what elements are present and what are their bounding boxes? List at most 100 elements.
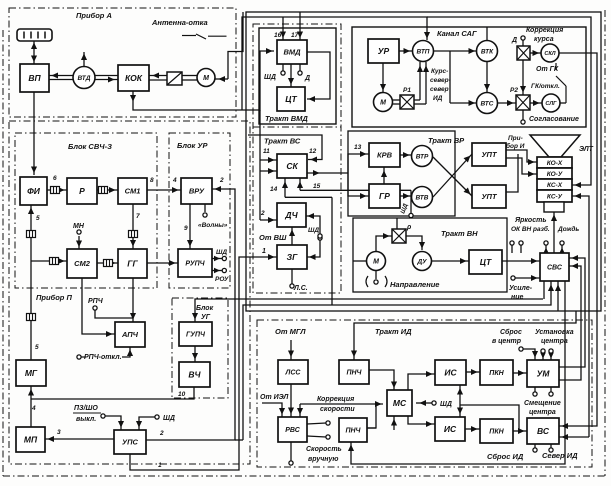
svg-text:1: 1 <box>262 248 266 255</box>
svg-text:УПТ: УПТ <box>481 150 497 159</box>
svg-text:Сброс: Сброс <box>500 328 522 336</box>
svg-text:ВТС: ВТС <box>481 100 494 107</box>
svg-text:север-: север- <box>430 77 451 84</box>
svg-text:ГР: ГР <box>379 191 390 201</box>
svg-text:РПЧ: РПЧ <box>88 298 104 305</box>
svg-text:УПС: УПС <box>122 438 138 447</box>
svg-text:ПКН: ПКН <box>489 370 504 377</box>
svg-text:Прибор А: Прибор А <box>76 11 112 20</box>
svg-text:2: 2 <box>260 210 265 217</box>
svg-text:выкл.: выкл. <box>76 416 96 423</box>
svg-text:СМ1: СМ1 <box>125 187 141 196</box>
svg-text:15: 15 <box>313 183 321 190</box>
svg-text:ЗГ: ЗГ <box>287 252 298 262</box>
svg-text:ВТР: ВТР <box>416 153 429 160</box>
svg-text:ПНЧ: ПНЧ <box>346 370 362 377</box>
svg-text:5: 5 <box>35 344 39 351</box>
svg-text:М: М <box>380 100 386 107</box>
svg-text:КС-У: КС-У <box>547 193 563 200</box>
svg-text:2: 2 <box>219 177 224 184</box>
svg-text:МГ: МГ <box>25 368 38 378</box>
svg-text:Д: Д <box>304 75 310 82</box>
svg-text:Д: Д <box>511 37 517 44</box>
svg-text:МС: МС <box>393 398 407 408</box>
svg-text:центра: центра <box>529 409 556 416</box>
svg-text:Р1: Р1 <box>403 87 411 94</box>
svg-text:Коррекция: Коррекция <box>526 27 563 34</box>
svg-text:север: север <box>430 86 449 93</box>
svg-text:Прибор П: Прибор П <box>36 293 72 302</box>
svg-text:16: 16 <box>274 32 282 39</box>
svg-text:бор И: бор И <box>506 142 525 150</box>
svg-text:Север ИД: Север ИД <box>542 451 578 460</box>
svg-text:«Волны»: «Волны» <box>198 222 228 229</box>
svg-text:МП: МП <box>24 435 38 445</box>
svg-text:ИС: ИС <box>444 424 457 434</box>
svg-text:ВТД: ВТД <box>78 75 91 82</box>
svg-text:4: 4 <box>172 177 177 184</box>
svg-text:17: 17 <box>291 32 299 39</box>
svg-text:Тракт ВС: Тракт ВС <box>264 137 301 146</box>
svg-text:ГУПЧ: ГУПЧ <box>186 332 206 339</box>
svg-text:ОК ВН разб.: ОК ВН разб. <box>511 225 550 233</box>
svg-text:в центр: в центр <box>492 338 522 345</box>
svg-text:ρ: ρ <box>406 224 412 231</box>
svg-text:центра: центра <box>541 338 568 345</box>
svg-text:ГГ: ГГ <box>127 259 138 269</box>
svg-text:ШД: ШД <box>163 415 175 422</box>
svg-text:Скорость: Скорость <box>306 446 342 453</box>
svg-text:ЦТ: ЦТ <box>285 94 297 104</box>
svg-text:Согласование: Согласование <box>529 116 579 123</box>
svg-text:РВС: РВС <box>285 427 301 434</box>
svg-text:скорости: скорости <box>320 406 355 413</box>
svg-text:Смещение: Смещение <box>524 400 561 407</box>
svg-text:Дождь: Дождь <box>557 225 579 233</box>
svg-text:ВТВ: ВТВ <box>416 194 429 201</box>
svg-text:СКЛ: СКЛ <box>544 51 555 57</box>
svg-text:ЛСС: ЛСС <box>285 370 302 377</box>
svg-text:ние: ние <box>511 294 524 301</box>
svg-text:КО-У: КО-У <box>547 171 563 178</box>
svg-text:Блок: Блок <box>196 305 214 312</box>
svg-text:5: 5 <box>36 215 40 222</box>
svg-text:11: 11 <box>263 148 270 155</box>
svg-text:М: М <box>203 75 209 82</box>
svg-text:ШД: ШД <box>264 74 276 81</box>
svg-text:Тракт ВМД: Тракт ВМД <box>265 114 308 123</box>
svg-text:От ИЭЛ: От ИЭЛ <box>260 394 289 401</box>
svg-text:12: 12 <box>309 148 317 155</box>
svg-text:Яркость: Яркость <box>514 217 546 224</box>
svg-text:ЦТ: ЦТ <box>480 257 492 267</box>
svg-text:ШД: ШД <box>440 401 452 408</box>
svg-text:Л.С.: Л.С. <box>293 285 308 292</box>
svg-text:ДУ: ДУ <box>416 258 427 265</box>
svg-text:Канал САГ: Канал САГ <box>437 29 477 38</box>
svg-text:Коррекция: Коррекция <box>317 396 354 403</box>
svg-text:Направление: Направление <box>390 280 439 289</box>
svg-text:6: 6 <box>53 175 57 182</box>
svg-text:УМ: УМ <box>537 369 551 379</box>
svg-text:9: 9 <box>184 225 188 232</box>
svg-text:АПЧ: АПЧ <box>121 330 139 339</box>
svg-text:ШД: ШД <box>216 249 227 256</box>
svg-text:ВТП: ВТП <box>417 48 430 55</box>
svg-text:От МГЛ: От МГЛ <box>275 327 306 336</box>
svg-text:ПКН: ПКН <box>489 429 504 436</box>
svg-text:КС-Х: КС-Х <box>547 182 563 189</box>
svg-text:От ВШ: От ВШ <box>259 233 287 242</box>
svg-text:СК: СК <box>286 161 298 171</box>
svg-text:КОК: КОК <box>125 73 143 83</box>
svg-text:Р2: Р2 <box>510 87 518 94</box>
svg-text:МН: МН <box>73 223 85 230</box>
svg-text:ИД: ИД <box>433 95 443 102</box>
svg-text:КРВ: КРВ <box>377 151 393 160</box>
svg-text:ШД: ШД <box>400 202 409 214</box>
svg-text:ВП: ВП <box>28 73 41 83</box>
svg-text:ПНЧ: ПНЧ <box>345 428 361 435</box>
svg-text:ФИ: ФИ <box>27 186 41 196</box>
svg-text:Усиле-: Усиле- <box>509 285 533 292</box>
svg-text:ШД: ШД <box>308 227 319 234</box>
svg-text:10: 10 <box>178 391 186 398</box>
svg-text:курса: курса <box>534 36 554 43</box>
svg-text:ВТК: ВТК <box>481 48 494 55</box>
